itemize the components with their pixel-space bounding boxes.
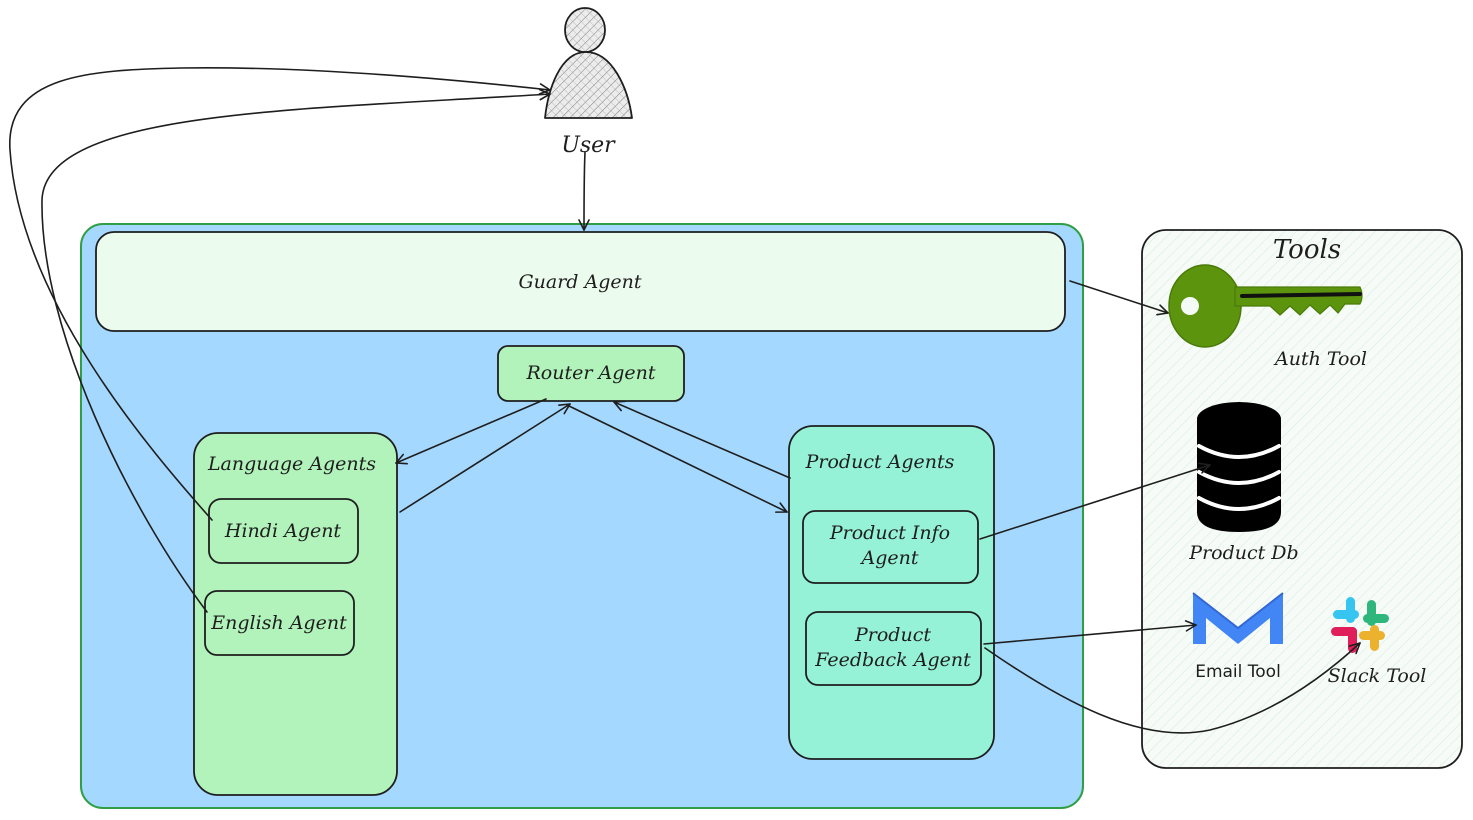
edge-product-to-router bbox=[613, 400, 791, 479]
key-icon bbox=[1168, 264, 1363, 348]
product-feedback-agent-line1: Product bbox=[854, 624, 931, 646]
guard-agent-node: Guard Agent bbox=[95, 231, 1066, 332]
product-info-agent-line1: Product Info bbox=[829, 522, 950, 544]
guard-agent-label: Guard Agent bbox=[518, 271, 641, 293]
product-agents-group: Product Agents Product Info Agent Produc… bbox=[788, 425, 995, 760]
product-feedback-agent-node: Product Feedback Agent bbox=[805, 611, 982, 686]
database-icon bbox=[1197, 402, 1281, 532]
language-agents-title: Language Agents bbox=[207, 453, 376, 475]
router-agent-node: Router Agent bbox=[497, 345, 685, 402]
gmail-icon bbox=[1192, 592, 1284, 644]
edge-hindi-to-user bbox=[9, 67, 551, 521]
edge-feedback-to-slack bbox=[984, 642, 1361, 734]
email-tool: Email Tool bbox=[1192, 592, 1284, 682]
tools-title: Tools bbox=[1273, 235, 1341, 265]
auth-tool: Auth Tool bbox=[1168, 264, 1367, 370]
edge-guard-to-auth bbox=[1069, 280, 1169, 316]
product-db-label: Product Db bbox=[1188, 542, 1298, 564]
product-feedback-agent-line2: Feedback Agent bbox=[814, 649, 971, 671]
hindi-agent-label: Hindi Agent bbox=[224, 520, 342, 542]
email-tool-label: Email Tool bbox=[1195, 662, 1281, 682]
english-agent-node: English Agent bbox=[204, 590, 355, 656]
edge-user-to-guard bbox=[578, 151, 590, 231]
edge-feedback-to-email bbox=[983, 620, 1197, 645]
hindi-agent-node: Hindi Agent bbox=[208, 498, 359, 564]
tools-panel: Tools Auth Tool Product Db bbox=[1141, 229, 1463, 769]
english-agent-label: English Agent bbox=[210, 612, 347, 634]
router-agent-label: Router Agent bbox=[526, 362, 656, 384]
product-agents-title: Product Agents bbox=[805, 451, 955, 473]
person-icon bbox=[544, 7, 633, 119]
edge-router-to-product bbox=[566, 404, 788, 513]
product-db-tool: Product Db bbox=[1188, 402, 1299, 564]
edge-language-to-router bbox=[399, 403, 571, 513]
product-info-agent-node: Product Info Agent bbox=[802, 510, 979, 584]
edge-router-to-language bbox=[395, 398, 547, 465]
edge-english-to-user bbox=[41, 88, 551, 613]
product-info-agent-line2: Agent bbox=[860, 547, 919, 569]
slack-tool-label: Slack Tool bbox=[1328, 665, 1427, 687]
edge-product-info-to-db bbox=[979, 462, 1211, 540]
auth-tool-label: Auth Tool bbox=[1273, 348, 1367, 370]
edges bbox=[9, 67, 1361, 734]
language-agents-group: Language Agents Hindi Agent English Agen… bbox=[193, 432, 398, 796]
user-label: User bbox=[561, 133, 616, 158]
user-node: User bbox=[544, 7, 633, 158]
